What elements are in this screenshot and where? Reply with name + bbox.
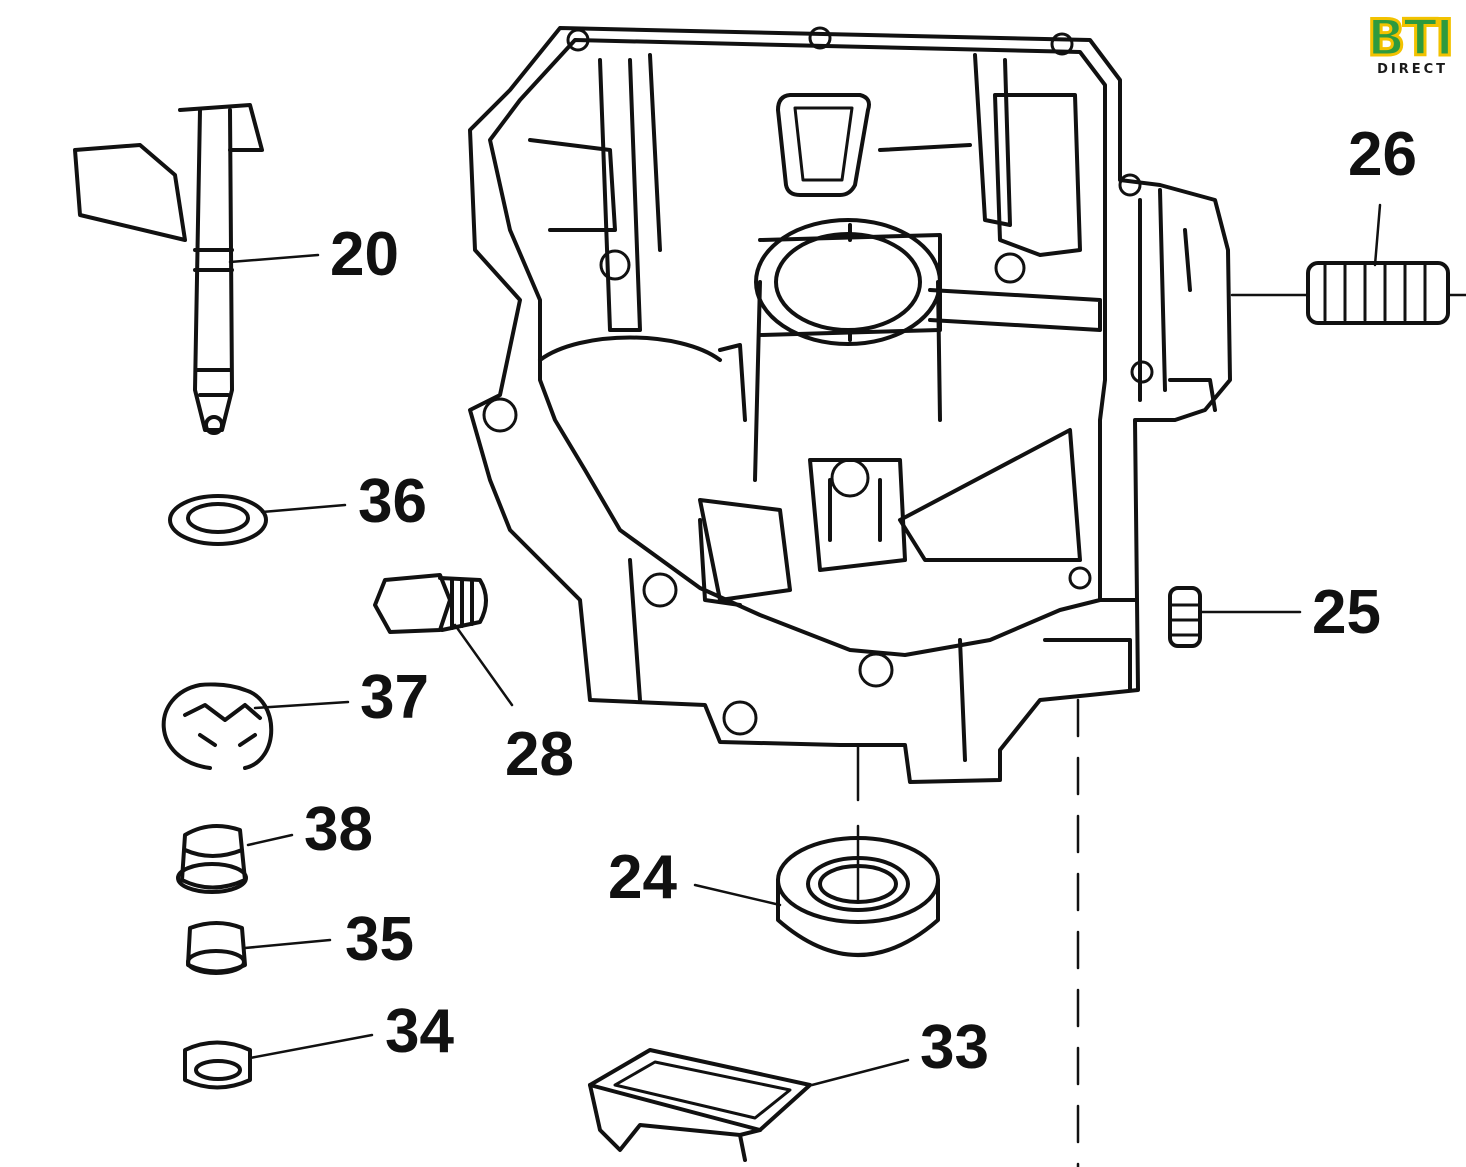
part-26-needle-bearing: [1306, 261, 1450, 325]
part-34-washer: [183, 1040, 252, 1090]
callout-38: 38: [304, 795, 373, 864]
callout-37: 37: [360, 663, 429, 732]
crankcase-housing: [468, 26, 1232, 784]
part-35-sleeve: [186, 921, 247, 975]
logo-wordmark: BTI: [1366, 9, 1456, 67]
part-28-drain-plug: [373, 573, 488, 634]
bolt-holes: [482, 26, 1154, 736]
part-37-retaining-clip: [161, 682, 274, 770]
callout-25: 25: [1312, 578, 1381, 647]
oil-fill-opening: [776, 93, 871, 197]
callout-36: 36: [358, 467, 427, 536]
crankshaft-boss-inner: [774, 232, 922, 332]
callout-33: 33: [920, 1013, 989, 1082]
part-20-governor-shaft: [73, 103, 264, 435]
callout-24: 24: [608, 843, 677, 912]
callout-labels: 20 36 28 37 38 35 34 24 33 26 25: [304, 120, 1417, 1082]
callout-20: 20: [330, 220, 399, 289]
oil-fill-inner: [793, 106, 854, 182]
logo-tagline: DIRECT: [1377, 62, 1448, 77]
callout-35: 35: [345, 905, 414, 974]
callout-34: 34: [385, 997, 454, 1066]
part-38-bushing: [176, 824, 248, 894]
leader-lines: [228, 203, 1466, 1167]
crankshaft-boss-sides: [753, 280, 942, 482]
part-33-filter-screen: [588, 1048, 812, 1162]
callout-28: 28: [505, 720, 574, 789]
bti-direct-logo: BTI DIRECT: [1296, 9, 1456, 80]
part-25-screw: [1168, 586, 1202, 648]
part-36-o-ring: [168, 494, 268, 546]
callout-26: 26: [1348, 120, 1417, 189]
